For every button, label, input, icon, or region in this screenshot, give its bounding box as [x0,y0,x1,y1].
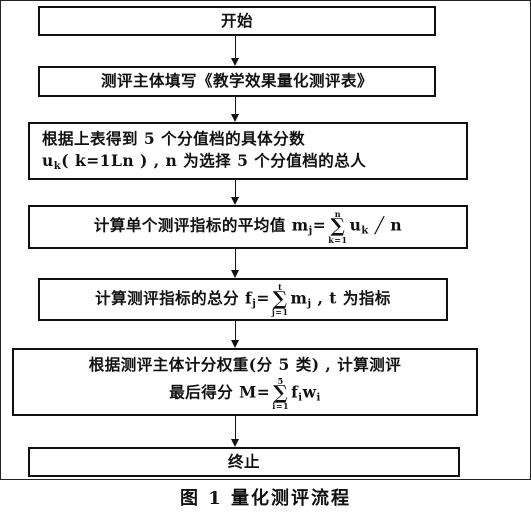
average-term: u [349,216,362,235]
connector-1 [235,36,236,58]
scores-u: u [42,150,54,170]
weight-term-sub1: i [298,392,303,404]
start-label: 开始 [220,10,253,30]
start-node: 开始 [38,6,436,36]
average-sub-j: j [308,226,313,237]
weight-line1: 根据测评主体计分权重(分 5 类) , 计算测评 [88,355,402,375]
total-sum-symbol: ∑ [272,287,288,310]
weight-term-sub2: i [316,392,321,404]
scores-u-sub: k [53,160,62,172]
weight-term2: w [302,382,317,402]
total-eq: = [256,288,270,308]
average-sum-top: n [334,209,342,220]
end-node: 终止 [28,447,460,477]
scores-line2-rest: ( k=1Ln ) , n 为选择 5 个分值档的总人 [61,150,367,170]
average-term-sub: k [361,226,369,237]
average-text: 计算单个测评指标的平均值 m [93,216,309,235]
average-sum-symbol: ∑ [330,215,346,238]
weight-summation: 5∑i=1 [272,377,289,410]
total-sum-top: t [278,281,283,292]
average-rest: ╱ n [374,216,403,235]
end-label: 终止 [227,451,260,471]
weight-term: f [291,382,299,402]
average-eq: = [312,216,327,235]
total-text: 计算测评指标的总分 f [95,288,253,308]
total-rest: , t 为指标 [317,288,391,308]
connector-5 [235,321,236,341]
connector-2 [235,97,236,115]
weight-sum-symbol: ∑ [273,381,289,404]
total-summation: t∑j=1 [272,283,289,316]
weight-sum-top: 5 [277,375,284,386]
connector-3 [235,180,236,198]
weight-line2-text: 最后得分 M= [169,382,271,402]
arrow-4 [231,270,239,278]
scores-line2: uk( k=1Ln ) , n 为选择 5 个分值档的总人 [42,150,366,175]
arrow-1 [231,58,239,66]
arrow-2 [231,114,239,122]
total-sum-bottom: j=1 [271,307,289,318]
fill-table-label: 测评主体填写《教学效果量化测评表》 [100,71,373,91]
scores-node: 根据上表得到 5 个分值档的具体分数 uk( k=1Ln ) , n 为选择 5… [28,122,468,180]
arrow-5 [231,340,239,348]
total-term-sub: j [307,298,312,310]
fill-table-node: 测评主体填写《教学效果量化测评表》 [38,66,436,97]
figure-caption: 图 1 量化测评流程 [179,488,352,509]
average-summation: n∑k=1 [328,210,347,243]
connector-4 [235,249,236,271]
arrow-3 [231,197,239,205]
total-term: m [290,288,308,308]
total-sub-j: j [252,298,257,310]
scores-line1: 根据上表得到 5 个分值档的具体分数 [42,128,306,148]
arrow-6 [231,439,239,447]
average-sum-bottom: k=1 [328,234,348,245]
weight-sum-bottom: i=1 [272,400,290,411]
connector-6 [235,416,236,440]
